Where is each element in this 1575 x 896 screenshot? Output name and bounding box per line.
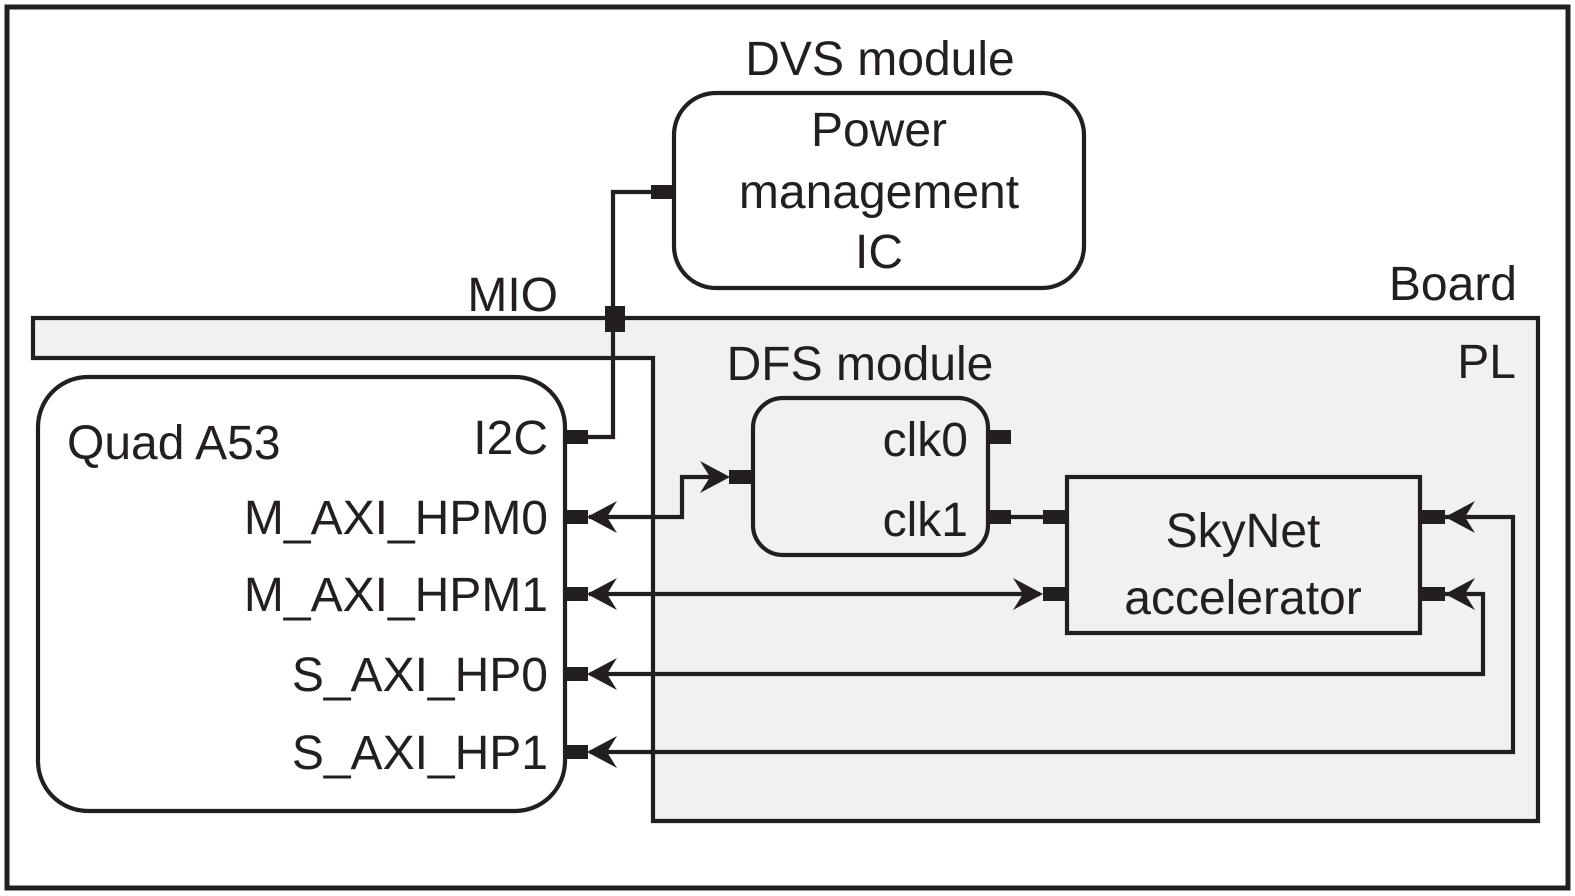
quad-a53-title: Quad A53 [67, 417, 281, 470]
i2c-port-stub [564, 430, 588, 444]
pl-label: PL [1457, 336, 1516, 389]
s-axi-hp1-port-stub [564, 745, 588, 759]
arrowhead-into-dfs-icon [700, 461, 730, 493]
port-label-clk0: clk0 [883, 414, 968, 467]
clk1-output-stub [986, 510, 1011, 524]
port-label-i2c: I2C [473, 412, 548, 465]
wire-skynet-to-hp1 [590, 514, 1516, 755]
dfs-input-stub [729, 470, 755, 484]
board-label: Board [1389, 258, 1517, 311]
arrowhead-into-skynet-bottom-right-icon [1445, 578, 1475, 610]
stubs-and-arrows [564, 185, 1475, 768]
port-label-s-axi-hp0: S_AXI_HP0 [292, 649, 548, 702]
dvs-module-label: DVS module [745, 33, 1014, 86]
skynet-text-line1: SkyNet [1166, 505, 1321, 558]
arrowhead-into-hp0-icon [587, 658, 617, 690]
arrowhead-into-skynet-left-icon [1013, 578, 1043, 610]
figure-border [4, 4, 1571, 891]
mio-junction-connector [605, 306, 625, 332]
clk0-output-stub [986, 430, 1011, 444]
arrowhead-into-hpm1-icon [587, 578, 617, 610]
m-axi-hpm1-port-stub [564, 587, 588, 601]
wire-hpm0-to-dfs [589, 474, 725, 520]
skynet-left-bottom-stub [1043, 587, 1069, 601]
s-axi-hp0-port-stub [564, 667, 588, 681]
skynet-right-bottom-stub [1419, 587, 1445, 601]
port-label-m-axi-hpm1: M_AXI_HPM1 [244, 569, 548, 622]
pmic-text-line3: IC [855, 226, 903, 279]
skynet-accelerator-box [1064, 474, 1423, 636]
pmic-text-line1: Power [811, 104, 947, 157]
skynet-left-top-stub [1043, 510, 1069, 524]
mio-label: MIO [467, 269, 558, 322]
skynet-text-line2: accelerator [1124, 572, 1361, 625]
pmic-text-line2: management [739, 166, 1019, 219]
arrowhead-into-skynet-top-right-icon [1445, 501, 1475, 533]
pmic-port-stub [651, 185, 676, 199]
skynet-right-top-stub [1419, 510, 1445, 524]
arrowhead-into-hp1-icon [587, 736, 617, 768]
mio-bar-and-pl-region [30, 315, 1541, 824]
m-axi-hpm0-port-stub [564, 510, 588, 524]
port-label-m-axi-hpm0: M_AXI_HPM0 [244, 492, 548, 545]
arrowhead-into-hpm0-icon [587, 501, 617, 533]
dfs-module-label: DFS module [727, 338, 994, 391]
port-label-s-axi-hp1: S_AXI_HP1 [292, 727, 548, 780]
diagram-labels: DVS module Board MIO PL DFS module Power… [67, 33, 1517, 780]
port-label-clk1: clk1 [883, 494, 968, 547]
